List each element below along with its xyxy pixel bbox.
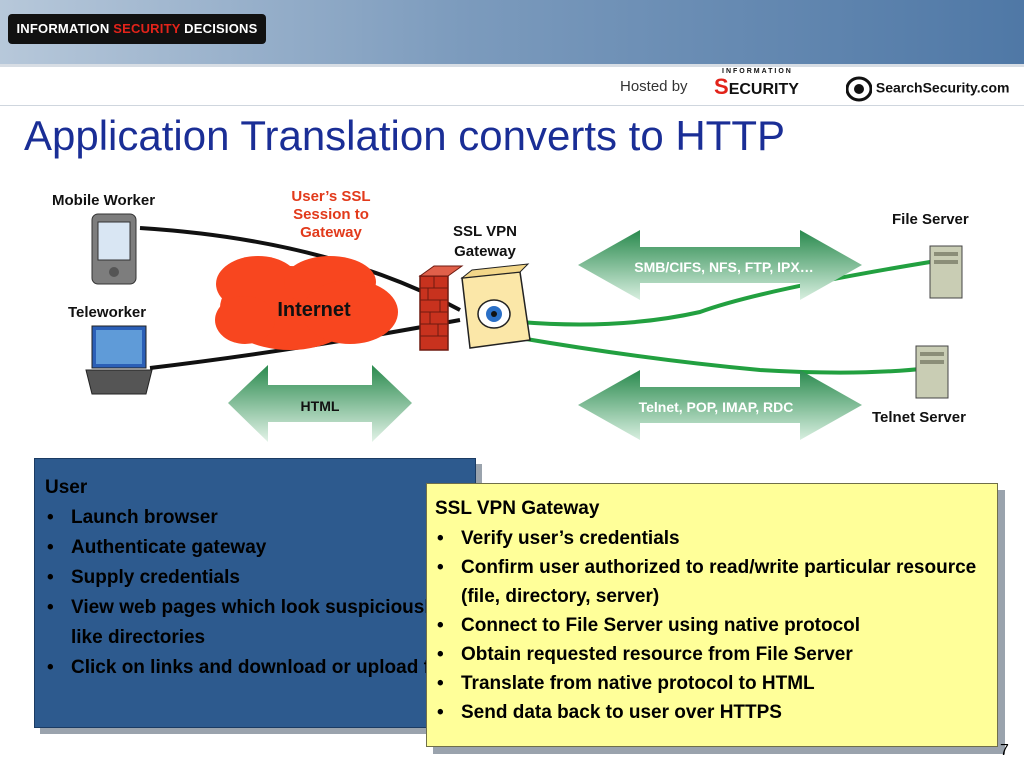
list-item: Connect to File Server using native prot… [435, 611, 989, 640]
searchsecurity-logo: SearchSecurity.com [845, 76, 1010, 102]
telnet-arrow-label: Telnet, POP, IMAP, RDC [639, 399, 794, 415]
user-steps-list: Launch browser Authenticate gateway Supp… [45, 503, 465, 683]
teleworker-label: Teleworker [68, 304, 147, 321]
smb-arrow-label: SMB/CIFS, NFS, FTP, IPX… [634, 259, 813, 275]
hosted-by-label: Hosted by [620, 78, 688, 95]
logo-text-ecurity: ECURITY [728, 81, 799, 98]
slide-title: Application Translation converts to HTTP [24, 112, 786, 159]
information-security-logo: INFORMATION SECURITY [714, 68, 799, 100]
banner-divider [0, 64, 1024, 67]
list-item: Click on links and download or upload fi… [45, 653, 465, 683]
list-item: Confirm user authorized to read/write pa… [435, 553, 989, 611]
searchsecurity-text: SearchSecurity.com [875, 79, 1010, 96]
logo-superscript: INFORMATION [722, 68, 793, 75]
logo-letter-s: S [714, 74, 729, 99]
header-banner: INFORMATION SECURITY DECISIONS [0, 0, 1024, 64]
logo-text-decisions: DECISIONS [184, 21, 258, 36]
firewall-icon [418, 265, 464, 351]
network-diagram: SMB/CIFS, NFS, FTP, IPX… Telnet, POP, IM… [85, 213, 963, 442]
smb-protocol-arrow [578, 230, 862, 300]
internet-label: Internet [277, 299, 351, 321]
ssl-vpn-gateway-icon [460, 263, 531, 349]
gateway-label-line1: SSL VPN [453, 223, 517, 240]
ssl-session-label: User’s SSL Session to Gateway [276, 188, 386, 242]
list-item: Obtain requested resource from File Serv… [435, 640, 989, 669]
list-item: Verify user’s credentials [435, 524, 989, 553]
list-item: Launch browser [45, 503, 465, 533]
telnet-server-icon [915, 345, 949, 399]
list-item: Send data back to user over HTTPS [435, 698, 989, 727]
telnet-server-link-line [519, 336, 931, 375]
gateway-label-line2: Gateway [454, 243, 516, 260]
page-number: 7 [1000, 742, 1009, 759]
user-box-title: User [45, 477, 88, 498]
html-arrow [228, 365, 412, 442]
list-item: Supply credentials [45, 563, 465, 593]
telnet-protocol-arrow [578, 370, 862, 440]
html-arrow-label: HTML [301, 398, 340, 414]
file-server-icon [929, 245, 963, 299]
eye-icon [845, 76, 873, 102]
ssl-session-line3: Gateway [300, 224, 362, 241]
file-server-link-line [519, 260, 931, 327]
gateway-label: SSL VPN Gateway [440, 222, 530, 262]
gateway-steps-list: Verify user’s credentials Confirm user a… [435, 524, 989, 727]
mobile-device-icon [91, 213, 137, 285]
user-steps-box: User Launch browser Authenticate gateway… [34, 458, 476, 728]
ssl-session-line2: Session to [293, 206, 369, 223]
mobile-worker-label: Mobile Worker [52, 192, 156, 209]
internet-cloud-icon [215, 256, 398, 350]
gateway-steps-box: SSL VPN Gateway Verify user’s credential… [426, 483, 998, 747]
list-item: Authenticate gateway [45, 533, 465, 563]
logo-text-information: INFORMATION [16, 21, 110, 36]
telnet-server-label: Telnet Server [872, 409, 966, 426]
logo-text-security: SECURITY [113, 21, 181, 36]
gateway-box-title: SSL VPN Gateway [435, 498, 600, 519]
file-server-label: File Server [892, 211, 969, 228]
list-item: View web pages which look suspiciously l… [45, 593, 465, 653]
ssl-session-line1: User’s SSL [291, 188, 371, 205]
conference-logo: INFORMATION SECURITY DECISIONS [8, 14, 266, 44]
laptop-icon [85, 325, 153, 395]
list-item: Translate from native protocol to HTML [435, 669, 989, 698]
